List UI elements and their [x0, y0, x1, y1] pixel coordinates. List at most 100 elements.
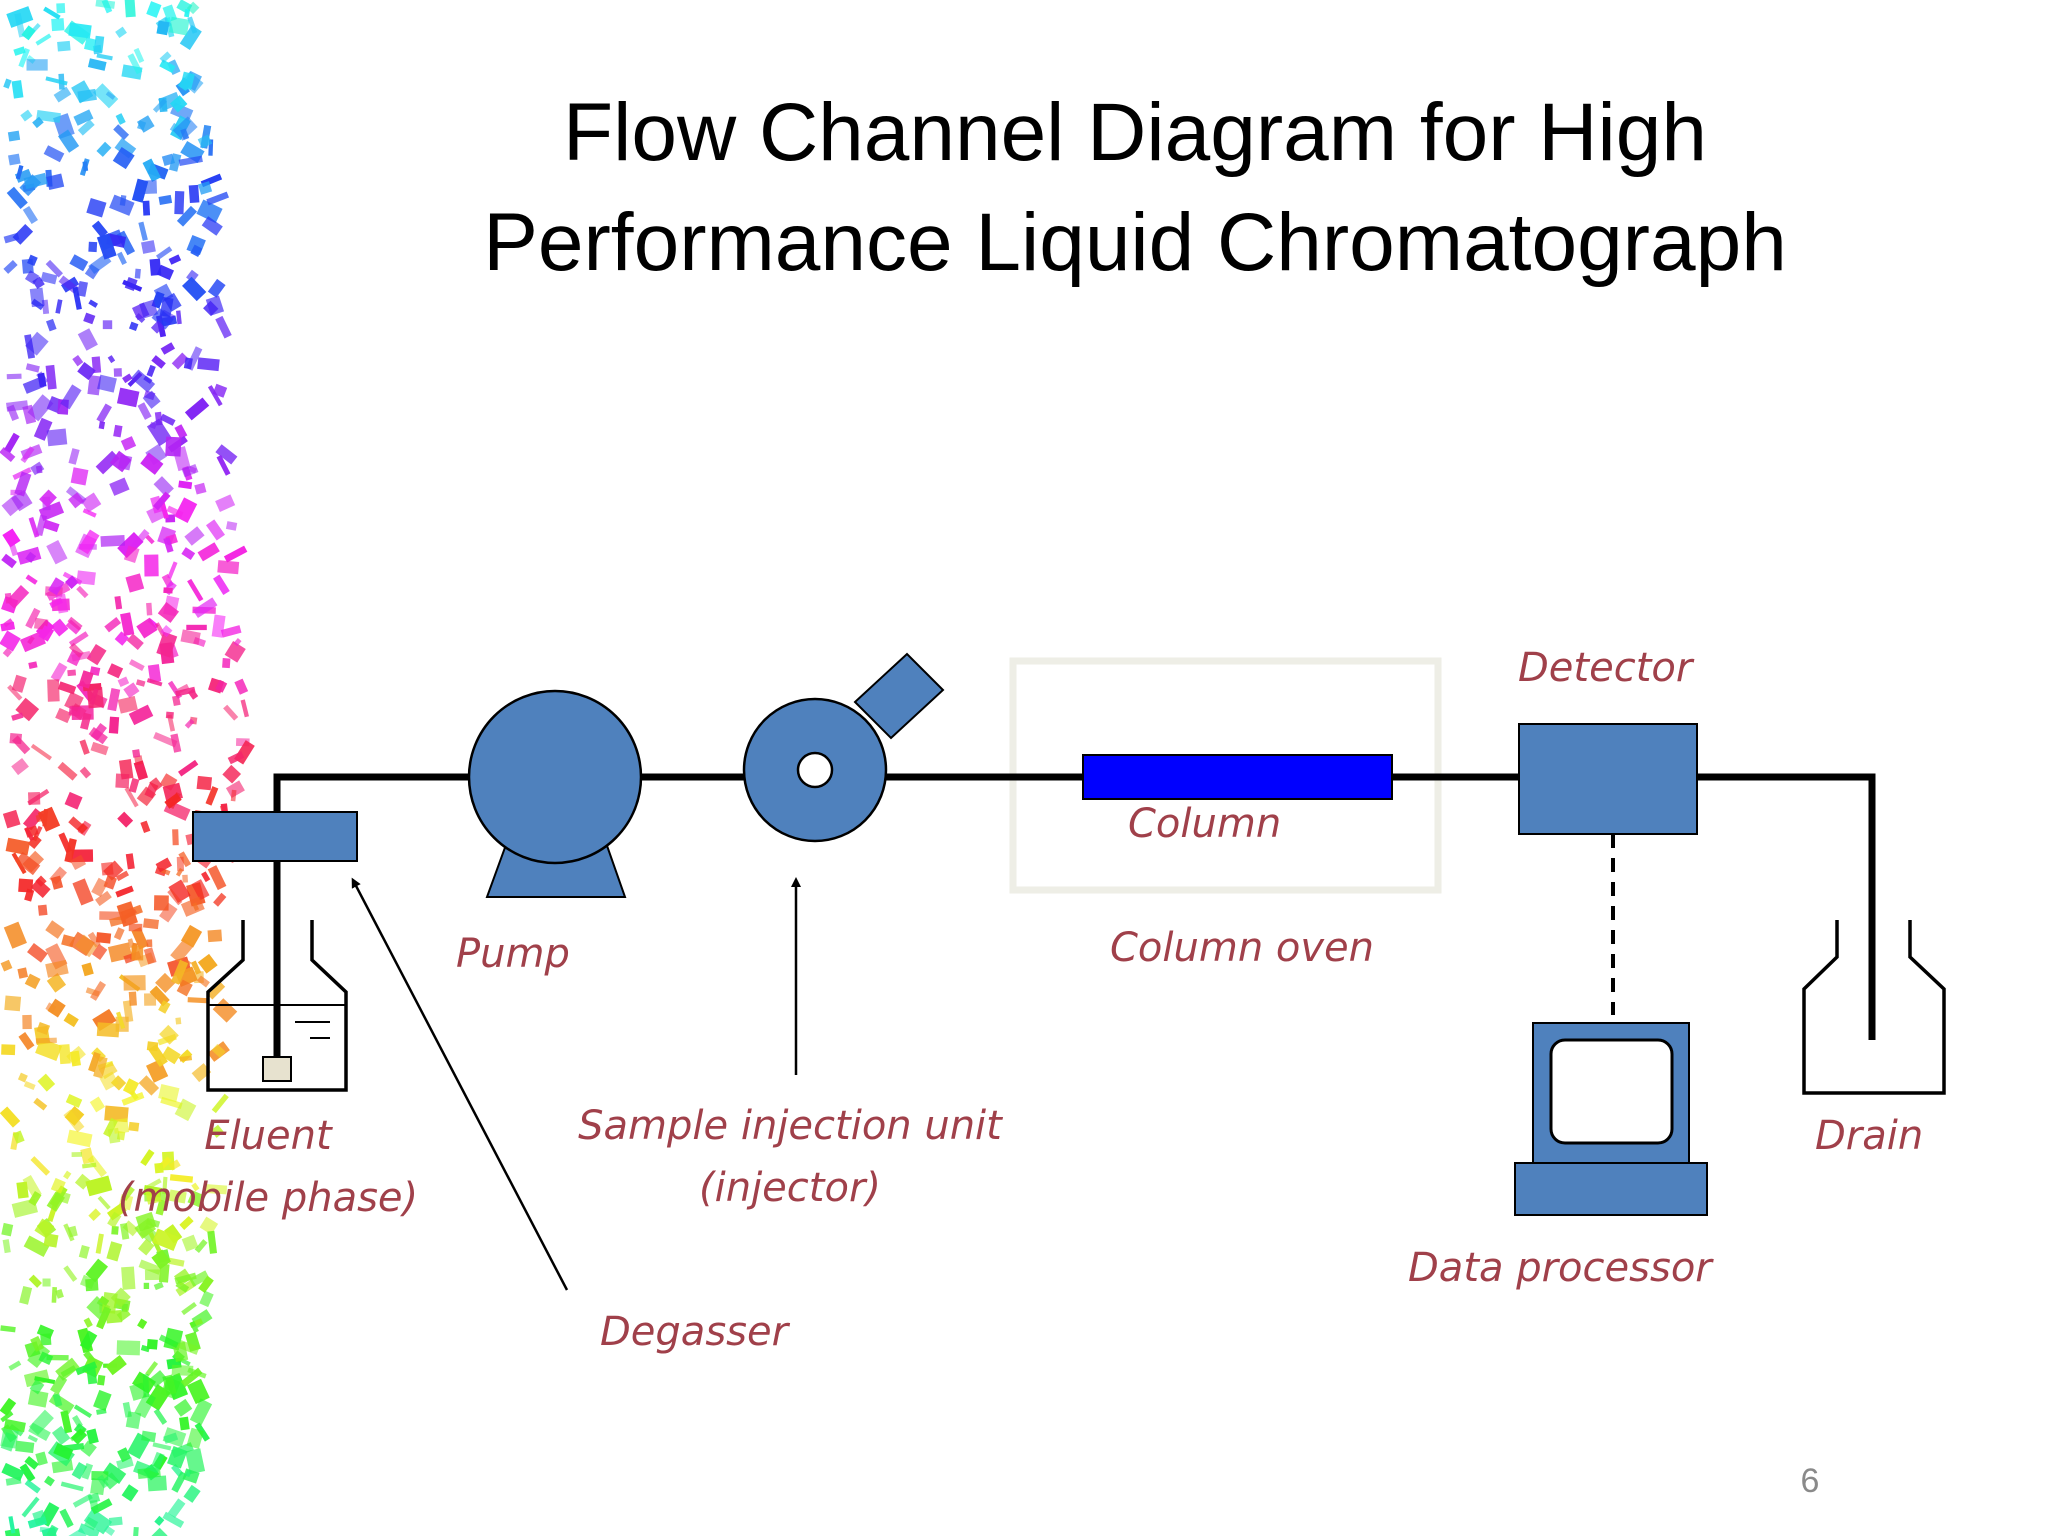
confetti-piece: [95, 0, 116, 9]
confetti-piece: [155, 246, 173, 260]
confetti-piece: [119, 194, 127, 206]
confetti-piece: [169, 1174, 194, 1183]
confetti-piece: [181, 547, 196, 560]
confetti-piece: [0, 1325, 16, 1333]
confetti-piece: [115, 26, 127, 38]
confetti-piece: [50, 1177, 66, 1194]
confetti-piece: [96, 53, 113, 61]
confetti-piece: [215, 679, 228, 693]
confetti-piece: [156, 20, 170, 36]
confetti-piece: [77, 362, 96, 381]
confetti-piece: [153, 731, 178, 748]
confetti-piece: [106, 1241, 123, 1262]
confetti-piece: [8, 1516, 16, 1534]
confetti-piece: [81, 1463, 94, 1480]
confetti-piece: [95, 450, 120, 475]
confetti-piece: [176, 205, 198, 227]
data-processor: [1514, 1022, 1708, 1216]
confetti-piece: [123, 975, 146, 991]
confetti-piece: [75, 1361, 98, 1376]
confetti-piece: [69, 254, 89, 272]
confetti-piece: [55, 1288, 64, 1299]
confetti-piece: [64, 691, 84, 712]
confetti-piece: [128, 923, 143, 932]
confetti-piece: [2, 1239, 11, 1254]
confetti-piece: [107, 688, 121, 712]
confetti-piece: [137, 402, 152, 420]
confetti-piece: [0, 447, 16, 463]
confetti-piece: [159, 413, 176, 426]
confetti-piece: [144, 554, 159, 577]
confetti-piece: [89, 688, 99, 706]
confetti-piece: [125, 1411, 142, 1430]
confetti-piece: [207, 865, 227, 891]
confetti-piece: [51, 1425, 71, 1446]
confetti-piece: [46, 173, 65, 191]
confetti-piece: [0, 959, 13, 972]
confetti-piece: [207, 385, 223, 407]
confetti-piece: [168, 1189, 187, 1204]
confetti-piece: [152, 491, 171, 511]
confetti-piece: [206, 191, 230, 206]
confetti-piece: [70, 1050, 82, 1067]
confetti-piece: [57, 40, 71, 52]
confetti-piece: [213, 892, 227, 907]
confetti-piece: [55, 299, 63, 314]
confetti-piece: [8, 1360, 22, 1371]
confetti-piece: [67, 616, 83, 631]
confetti-piece: [78, 1523, 100, 1536]
confetti-piece: [173, 1398, 193, 1417]
title-line-1: Flow Channel Diagram for High: [563, 87, 1707, 178]
confetti-piece: [114, 595, 123, 610]
confetti-piece: [189, 1320, 199, 1334]
confetti-piece: [40, 1333, 52, 1346]
confetti-piece: [78, 670, 94, 689]
confetti-piece: [1, 1044, 16, 1056]
confetti-piece: [174, 424, 188, 440]
confetti-piece: [184, 397, 210, 421]
confetti-piece: [80, 1440, 97, 1457]
confetti-piece: [128, 991, 137, 1006]
confetti-piece: [0, 1397, 17, 1416]
confetti-piece: [107, 663, 124, 679]
label-pump: Pump: [456, 931, 570, 977]
confetti-piece: [136, 115, 155, 133]
confetti-piece: [34, 1376, 56, 1385]
confetti-piece: [39, 489, 57, 508]
confetti-piece: [87, 931, 101, 948]
confetti-piece: [85, 1278, 99, 1292]
confetti-piece: [12, 224, 34, 245]
confetti-piece: [170, 733, 182, 753]
confetti-piece: [60, 1410, 73, 1434]
confetti-piece: [234, 678, 249, 695]
confetti-piece: [184, 718, 195, 729]
confetti-piece: [24, 270, 40, 285]
confetti-piece: [16, 1181, 29, 1199]
confetti-piece: [155, 972, 176, 994]
confetti-piece: [5, 837, 31, 856]
confetti-piece: [57, 129, 80, 153]
confetti-piece: [50, 662, 68, 683]
confetti-piece: [3, 1418, 26, 1433]
confetti-piece: [32, 116, 44, 129]
confetti-piece: [46, 1524, 59, 1536]
confetti-piece: [27, 1434, 38, 1443]
confetti-piece: [6, 373, 22, 380]
confetti-piece: [180, 629, 201, 645]
confetti-piece: [68, 631, 89, 647]
confetti-piece: [98, 1295, 110, 1306]
confetti-piece: [146, 678, 163, 687]
confetti-piece: [53, 1443, 74, 1461]
pump: [467, 689, 643, 898]
confetti-piece: [66, 1129, 93, 1148]
confetti-piece: [117, 695, 138, 714]
confetti-piece: [167, 888, 183, 906]
confetti-piece: [116, 901, 138, 928]
confetti-piece: [142, 158, 161, 182]
confetti-piece: [132, 1526, 139, 1536]
confetti-piece: [37, 904, 48, 916]
confetti-piece: [46, 1191, 65, 1212]
confetti-piece: [158, 1000, 171, 1014]
confetti-piece: [178, 851, 192, 868]
